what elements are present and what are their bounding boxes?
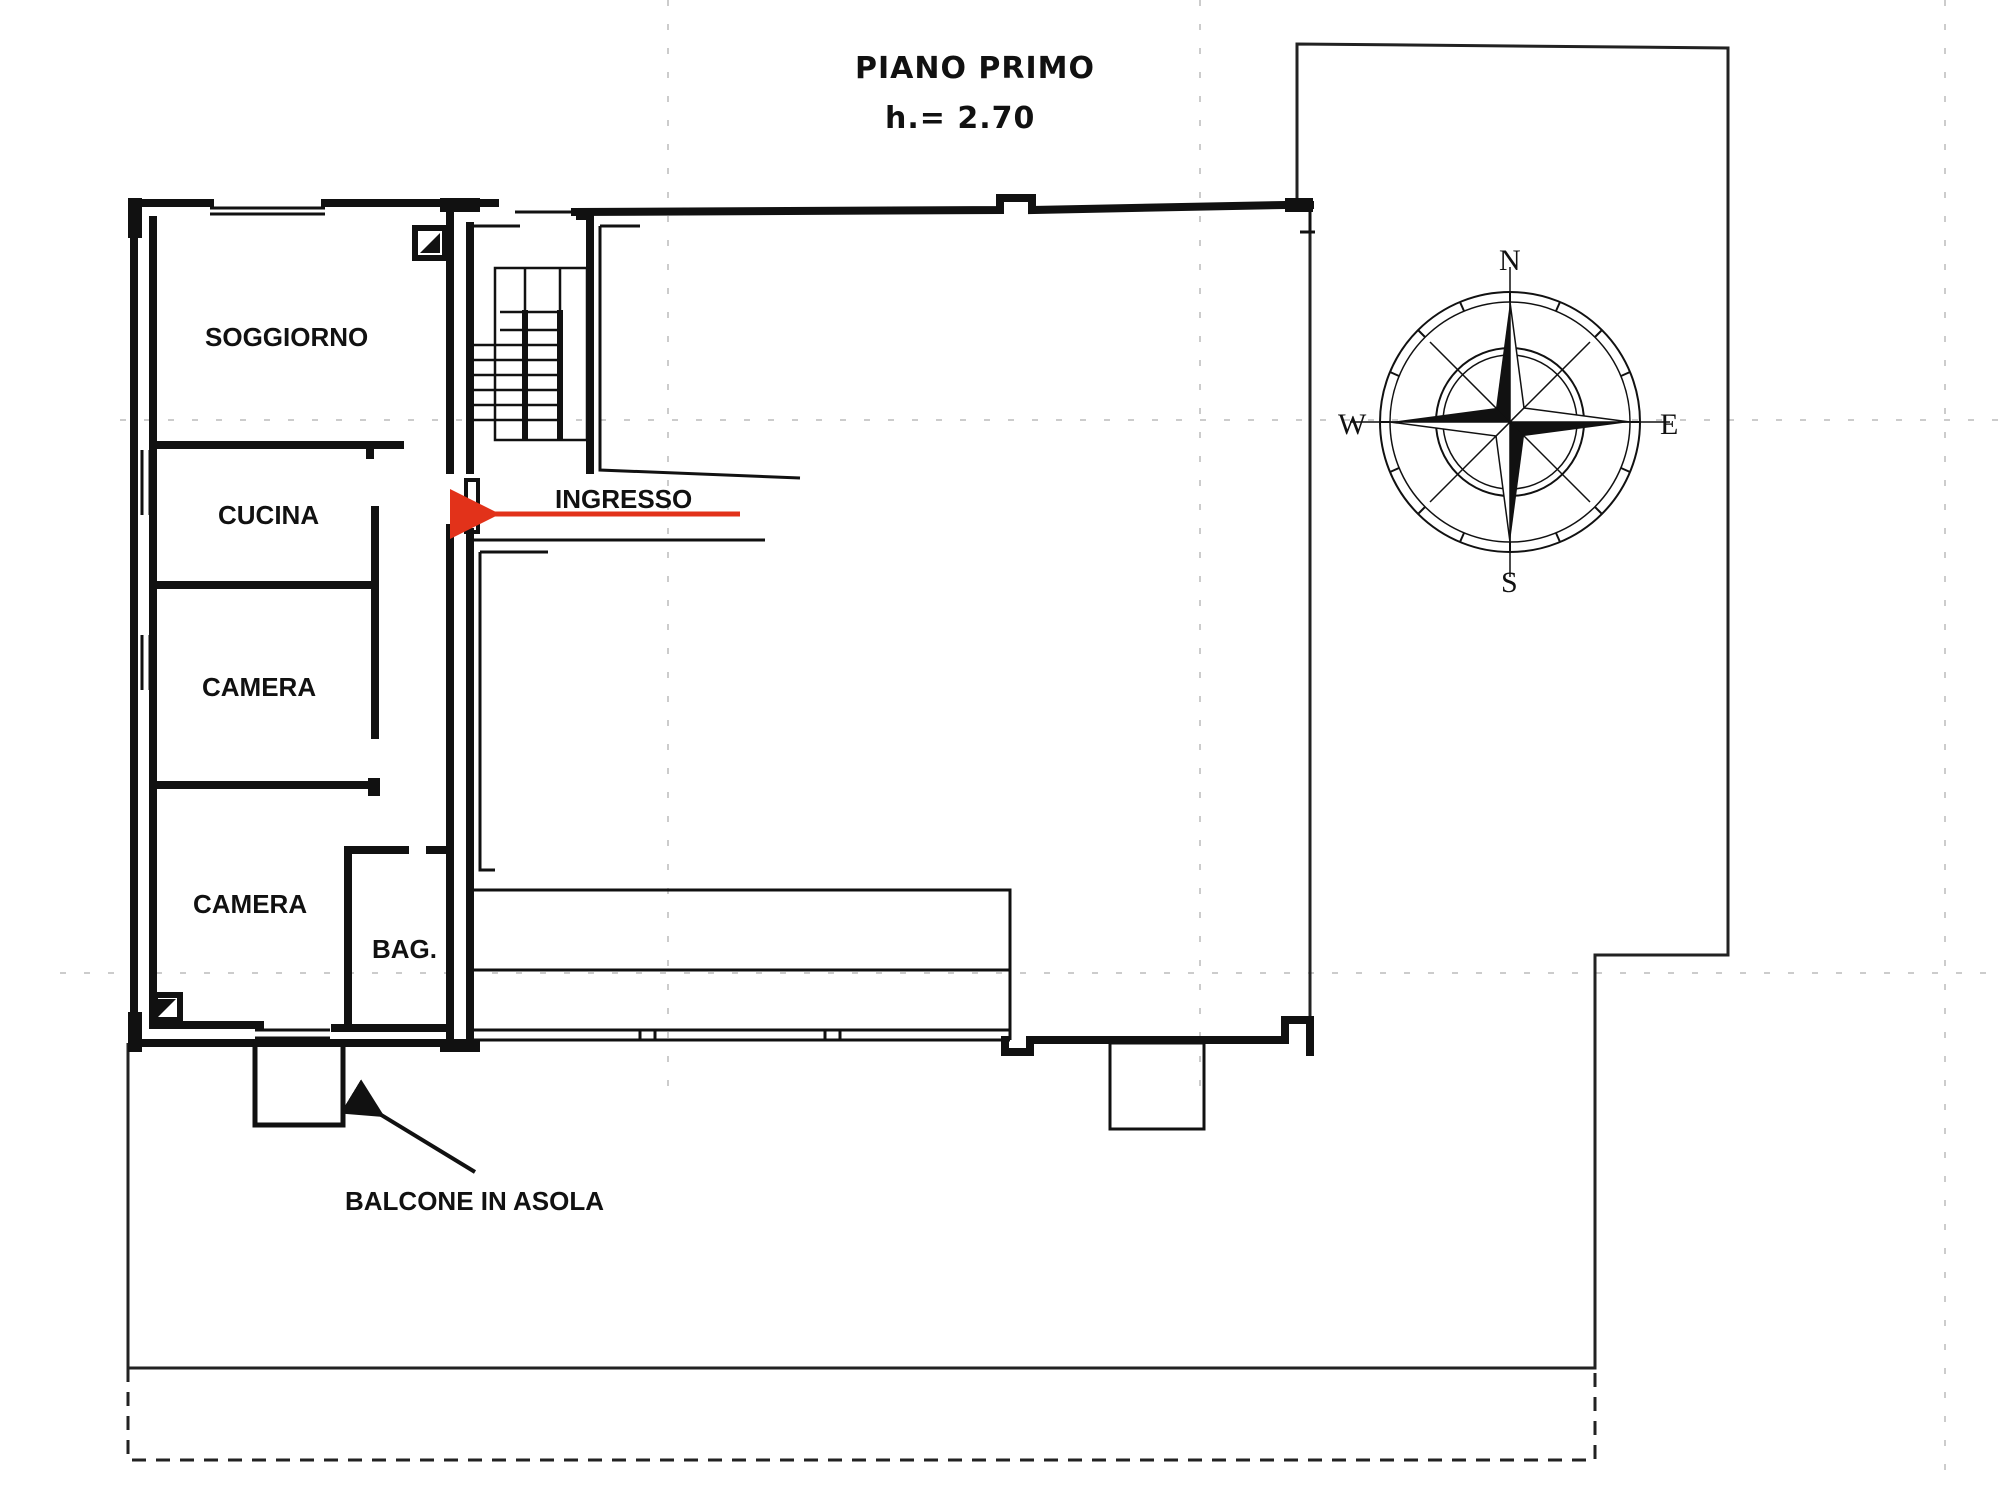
- room-label-cucina: CUCINA: [218, 500, 319, 530]
- room-label-camera-1: CAMERA: [202, 672, 316, 702]
- annotation-balcone: BALCONE IN ASOLA: [345, 1186, 604, 1216]
- balconies: [252, 1041, 1206, 1131]
- room-label-soggiorno: SOGGIORNO: [205, 322, 368, 352]
- staircase: [470, 266, 589, 442]
- room-label-ingresso: INGRESSO: [555, 484, 692, 514]
- ceiling-height: h.= 2.70: [885, 101, 1035, 136]
- site-outline: [126, 42, 1730, 1462]
- compass-south: S: [1501, 566, 1518, 599]
- black-arrow-icon: [340, 1079, 477, 1174]
- compass-north: N: [1499, 244, 1521, 277]
- plan-title: PIANO PRIMO: [855, 51, 1095, 86]
- construction-lines: [60, 0, 2000, 1488]
- compass-east: E: [1660, 408, 1678, 441]
- compass-west: W: [1338, 408, 1367, 441]
- room-label-camera-2: CAMERA: [193, 889, 307, 919]
- building-walls: [128, 194, 1315, 1056]
- room-label-bagno: BAG.: [372, 934, 437, 964]
- compass-rose-icon: N S E W: [1338, 244, 1678, 599]
